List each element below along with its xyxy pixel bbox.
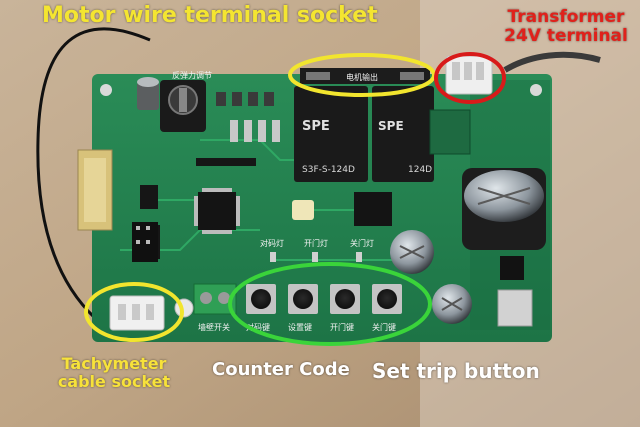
tactile-button-close[interactable]: 关门键	[372, 284, 402, 332]
regulator-chip	[354, 192, 392, 226]
potentiometer: 反弹力调节	[160, 70, 212, 132]
tachymeter-socket	[109, 295, 165, 331]
set-trip-label: Set trip button	[372, 359, 540, 383]
transformer-label-line1: Transformer	[507, 7, 625, 27]
transformer-label: Transformer 24V terminal	[496, 8, 636, 45]
led-code-silkscreen: 对码灯	[260, 238, 284, 248]
btn-close-silkscreen: 关门键	[372, 322, 396, 332]
motor-socket-highlight	[288, 53, 436, 97]
transformer-socket	[445, 55, 493, 95]
led-close-silkscreen: 关门灯	[350, 238, 374, 248]
led-open-silkscreen: 开门灯	[304, 238, 328, 248]
microcontroller-chip	[194, 188, 240, 234]
relay-left-brand: SPE	[302, 119, 330, 134]
transformer-highlight	[434, 52, 506, 104]
motor-out-silkscreen: 电机输出	[346, 72, 378, 82]
relay-right: SPE 124D	[372, 86, 434, 182]
btn-set-silkscreen: 设置键	[288, 322, 312, 332]
btn-open-silkscreen: 开门键	[330, 322, 354, 332]
right-ic	[500, 256, 524, 280]
tachymeter-label: Tachymeter cable socket	[52, 355, 176, 390]
pot-silkscreen: 反弹力调节	[172, 70, 212, 80]
relay-right-brand: SPE	[378, 119, 404, 133]
btn-code-silkscreen: 对码键	[246, 322, 270, 332]
medium-capacitor-2	[432, 284, 472, 324]
transformer-label-line2: 24V terminal	[504, 25, 628, 46]
led-label-row: 对码灯 开门灯 关门灯	[260, 238, 374, 262]
counter-code-label: Counter Code	[212, 359, 350, 380]
tactile-button-open[interactable]: 开门键	[330, 284, 360, 332]
buttons-highlight	[228, 262, 432, 346]
jumper-block	[132, 222, 158, 262]
metal-tab	[497, 289, 533, 327]
motor-output-connector: 电机输出	[300, 68, 430, 84]
large-capacitor	[462, 168, 546, 250]
black-wire	[36, 27, 151, 320]
motor-socket-label: Motor wire terminal socket	[42, 3, 378, 28]
tachymeter-label-line2: cable socket	[57, 371, 171, 391]
tachymeter-label-line1: Tachymeter	[61, 354, 167, 373]
tachymeter-highlight	[84, 282, 184, 342]
tactile-button-code[interactable]: 对码键	[246, 284, 276, 332]
small-capacitor	[137, 77, 159, 110]
medium-capacitor-1	[390, 230, 434, 274]
white-led	[292, 200, 314, 220]
relay-left-model: S3F-S-124D	[302, 165, 355, 175]
tactile-button-set[interactable]: 设置键	[288, 284, 318, 332]
edge-connector	[77, 149, 113, 231]
bridge-rectifier	[429, 109, 471, 155]
relay-right-model: 124D	[408, 165, 432, 175]
relay-left: SPE S3F-S-124D	[294, 86, 368, 182]
wall-switch-silkscreen: 墙壁开关	[198, 322, 230, 332]
